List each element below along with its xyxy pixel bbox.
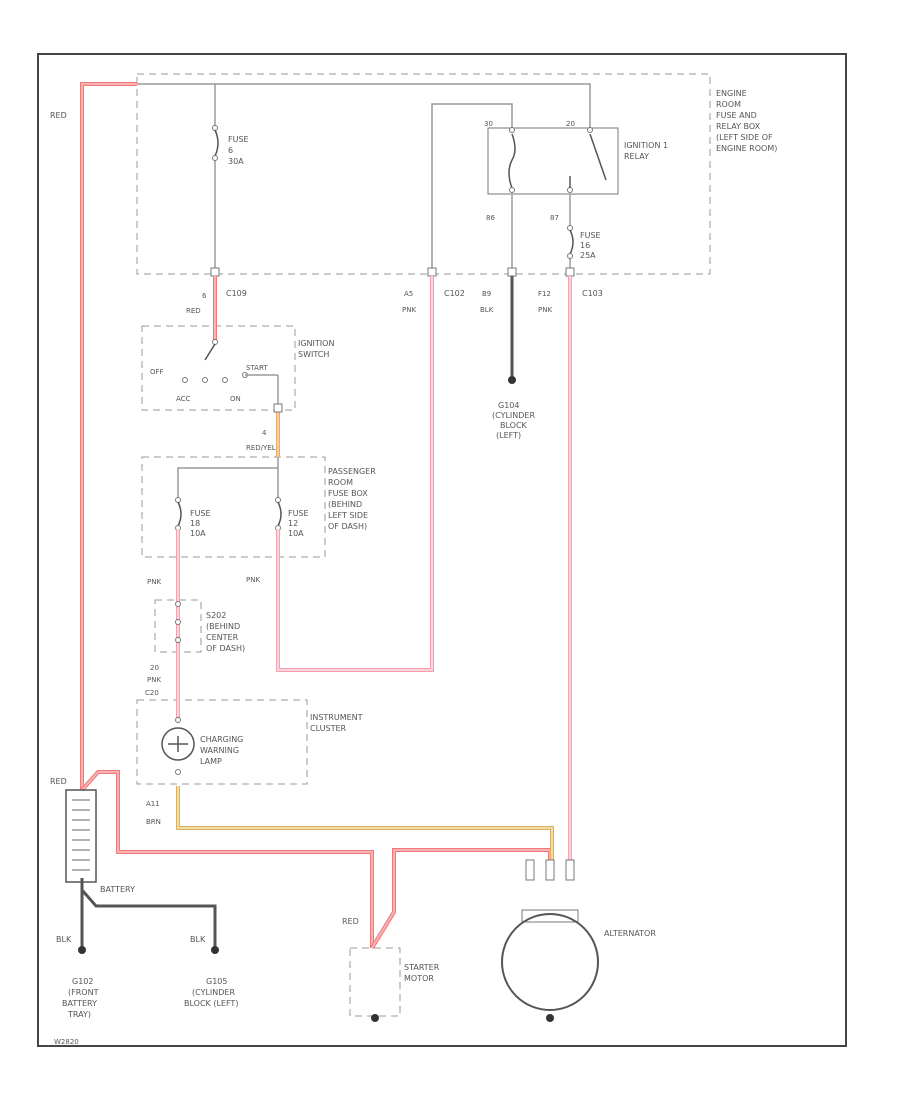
passenger-fuse-box	[141, 456, 326, 558]
splice-s202-symbol	[175, 601, 181, 643]
ground-g104	[508, 376, 516, 384]
label-pass-box: PASSENGER ROOM FUSE BOX (BEHIND LEFT SID…	[328, 467, 378, 531]
label-red-starter: RED	[342, 917, 359, 926]
charging-warning-lamp	[161, 717, 195, 775]
fuse12-symbol	[275, 497, 282, 531]
wire-blk-battery-ground	[80, 878, 217, 948]
starter-motor	[349, 947, 401, 1017]
label-fuse18: FUSE 18 10A	[190, 509, 213, 538]
relay-internals	[508, 127, 607, 193]
label-pass-in-pin: 4	[262, 429, 267, 437]
label-g104: G104 (CYLINDER BLOCK (LEFT)	[492, 401, 538, 440]
label-pnk-right: PNK	[246, 576, 260, 584]
ignition-1-relay	[487, 127, 619, 195]
label-fuse12: FUSE 12 10A	[288, 509, 311, 538]
label-a11-color: BRN	[146, 818, 161, 826]
label-fuse6: FUSE 6 30A	[228, 135, 251, 166]
label-red-batt: RED	[50, 777, 67, 786]
starter-ground	[371, 1014, 379, 1022]
ground-g105	[211, 946, 219, 954]
label-c102-color: PNK	[402, 306, 416, 314]
label-c109: C109	[226, 289, 247, 298]
label-relay: IGNITION 1 RELAY	[624, 141, 671, 161]
wire-red-starter	[80, 770, 552, 950]
ignition-switch-internals	[182, 339, 283, 413]
label-c102: C102	[444, 289, 465, 298]
wire-pnk-loop	[276, 276, 434, 672]
label-battery: BATTERY	[100, 885, 135, 894]
label-footer-code: W2820	[54, 1038, 79, 1046]
fuse16-symbol	[567, 225, 574, 259]
label-ign-in-color: RED	[186, 307, 201, 315]
label-relay-pin-20: 20	[566, 120, 575, 128]
engine-box-terminals	[210, 267, 575, 277]
instrument-cluster	[136, 699, 308, 785]
label-ign-on: ON	[230, 395, 241, 403]
label-blk-right: BLK	[190, 935, 206, 944]
wire-red-battery-main	[80, 82, 137, 790]
engine-box-busbar	[137, 83, 591, 128]
ground-g102	[78, 946, 86, 954]
battery-symbol	[65, 789, 97, 883]
label-engine-box: ENGINE ROOM FUSE AND RELAY BOX (LEFT SID…	[716, 89, 777, 153]
fuse6-symbol	[212, 125, 219, 161]
label-red-top: RED	[50, 111, 67, 120]
label-c103: C103	[582, 289, 603, 298]
label-g102: G102 (FRONT BATTERY TRAY)	[62, 977, 101, 1019]
alternator-symbol	[501, 859, 599, 1022]
label-cluster: INSTRUMENT CLUSTER	[310, 713, 365, 733]
label-c103-color: PNK	[538, 306, 552, 314]
label-relay-pin-86: 86	[486, 214, 495, 222]
label-pnk-left: PNK	[147, 578, 161, 586]
label-ign-acc: ACC	[176, 395, 191, 403]
label-c103-pin: F12	[538, 290, 551, 298]
wire-brn-alternator	[176, 786, 554, 880]
label-alternator: ALTERNATOR	[604, 929, 656, 938]
label-c20-pin: 20	[150, 664, 159, 672]
label-lamp: CHARGING WARNING LAMP	[200, 735, 246, 766]
label-c102-pin: A5	[404, 290, 413, 298]
label-relay-pin-87: 87	[550, 214, 559, 222]
label-c20: C20	[145, 689, 159, 697]
relay-coil-feed	[431, 103, 513, 274]
label-b9-pin: B9	[482, 290, 491, 298]
label-relay-pin-30: 30	[484, 120, 493, 128]
engine-fuse-relay-box	[136, 73, 711, 275]
ignition-switch	[141, 325, 296, 411]
label-fuse16: FUSE 16 25A	[580, 231, 603, 260]
label-s202: S202 (BEHIND CENTER OF DASH)	[206, 611, 245, 653]
label-g105: G105 (CYLINDER BLOCK (LEFT)	[184, 977, 238, 1008]
label-ign-start: START	[246, 364, 268, 372]
passenger-box-busbar	[177, 457, 279, 498]
label-blk-left: BLK	[56, 935, 72, 944]
label-c20-color: PNK	[147, 676, 161, 684]
label-b9-color: BLK	[480, 306, 494, 314]
label-pass-in-color: RED/YEL	[246, 444, 276, 452]
fuse18-symbol	[175, 497, 182, 531]
label-starter: STARTER MOTOR	[404, 963, 442, 983]
label-ign-switch: IGNITION SWITCH	[298, 339, 337, 359]
label-ign-off: OFF	[150, 368, 164, 376]
label-ign-in-pin: 6	[202, 292, 207, 300]
label-a11-pin: A11	[146, 800, 160, 808]
diagram-frame	[37, 53, 847, 1047]
